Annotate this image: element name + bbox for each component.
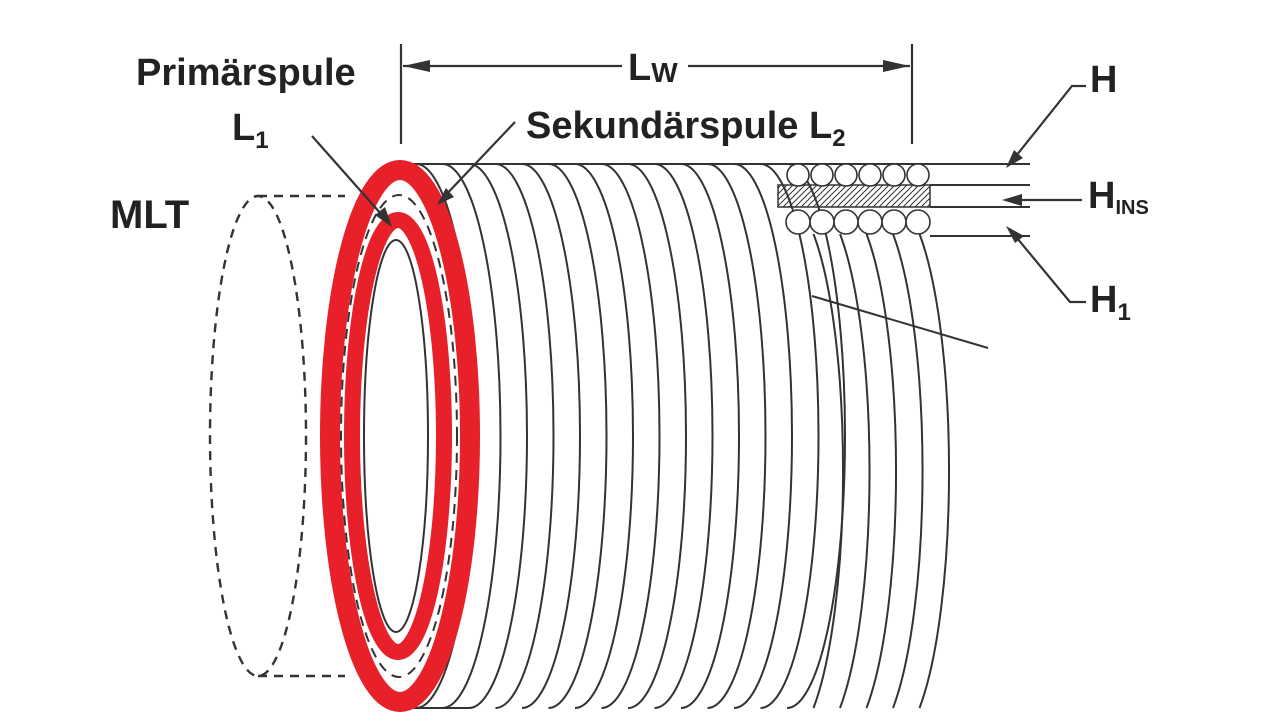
h-label: H (1090, 59, 1117, 101)
winding-cross-section (777, 163, 931, 235)
wire-cross-section (786, 163, 810, 187)
lw-dimension (399, 44, 914, 144)
coil-windings (410, 163, 951, 709)
hins-label: HINS (1088, 175, 1149, 219)
winding-turn (442, 163, 502, 709)
l1-leader (311, 135, 390, 224)
l1-label: L1 (232, 107, 269, 154)
inner-red-ring (344, 212, 452, 660)
winding-turn (892, 233, 924, 709)
winding-turn (786, 163, 846, 709)
wire-cross-section (906, 163, 930, 187)
h1-label: H1 (1090, 279, 1131, 326)
outer-red-ring (320, 160, 480, 712)
winding-turn (760, 163, 820, 709)
h1-leader (1011, 231, 1086, 304)
wire-cross-section (881, 209, 907, 235)
winding-turn (839, 233, 871, 709)
winding-turn (574, 163, 634, 709)
winding-turn (707, 163, 767, 709)
winding-turn (654, 163, 714, 709)
wire-cross-section (833, 209, 859, 235)
mlt-label: MLT (110, 193, 189, 237)
h-leader (1011, 84, 1086, 162)
wire-cross-section (857, 209, 883, 235)
wire-cross-section (809, 209, 835, 235)
leader-lines (311, 84, 1086, 304)
primary-coil-label: Primärspule (136, 52, 356, 94)
winding-turn (548, 163, 608, 709)
winding-turn (601, 163, 661, 709)
wire-cross-section (834, 163, 858, 187)
winding-turn (865, 233, 898, 709)
winding-turn (918, 233, 951, 709)
mlt-dashed-ring (208, 194, 345, 678)
wire-cross-section (882, 163, 906, 187)
lw-label: LW (628, 47, 678, 89)
l2-leader (440, 121, 516, 201)
bore-ring (363, 239, 429, 633)
secondary-coil-label: Sekundärspule L2 (526, 105, 846, 152)
coil-cut-face (811, 295, 989, 349)
wire-cross-section (858, 163, 882, 187)
wire-cross-section (785, 209, 811, 235)
winding-turn (521, 163, 581, 709)
winding-turn (495, 163, 555, 709)
winding-turn (627, 163, 687, 709)
winding-turn (468, 163, 528, 709)
winding-turn (680, 163, 740, 709)
wire-cross-section (905, 209, 931, 235)
winding-turn (812, 233, 845, 709)
wire-cross-section (810, 163, 834, 187)
winding-turn (733, 163, 793, 709)
separator-dashed-ring (340, 194, 458, 678)
primary-secondary-rings (320, 160, 480, 712)
insulation-layer (777, 184, 931, 208)
